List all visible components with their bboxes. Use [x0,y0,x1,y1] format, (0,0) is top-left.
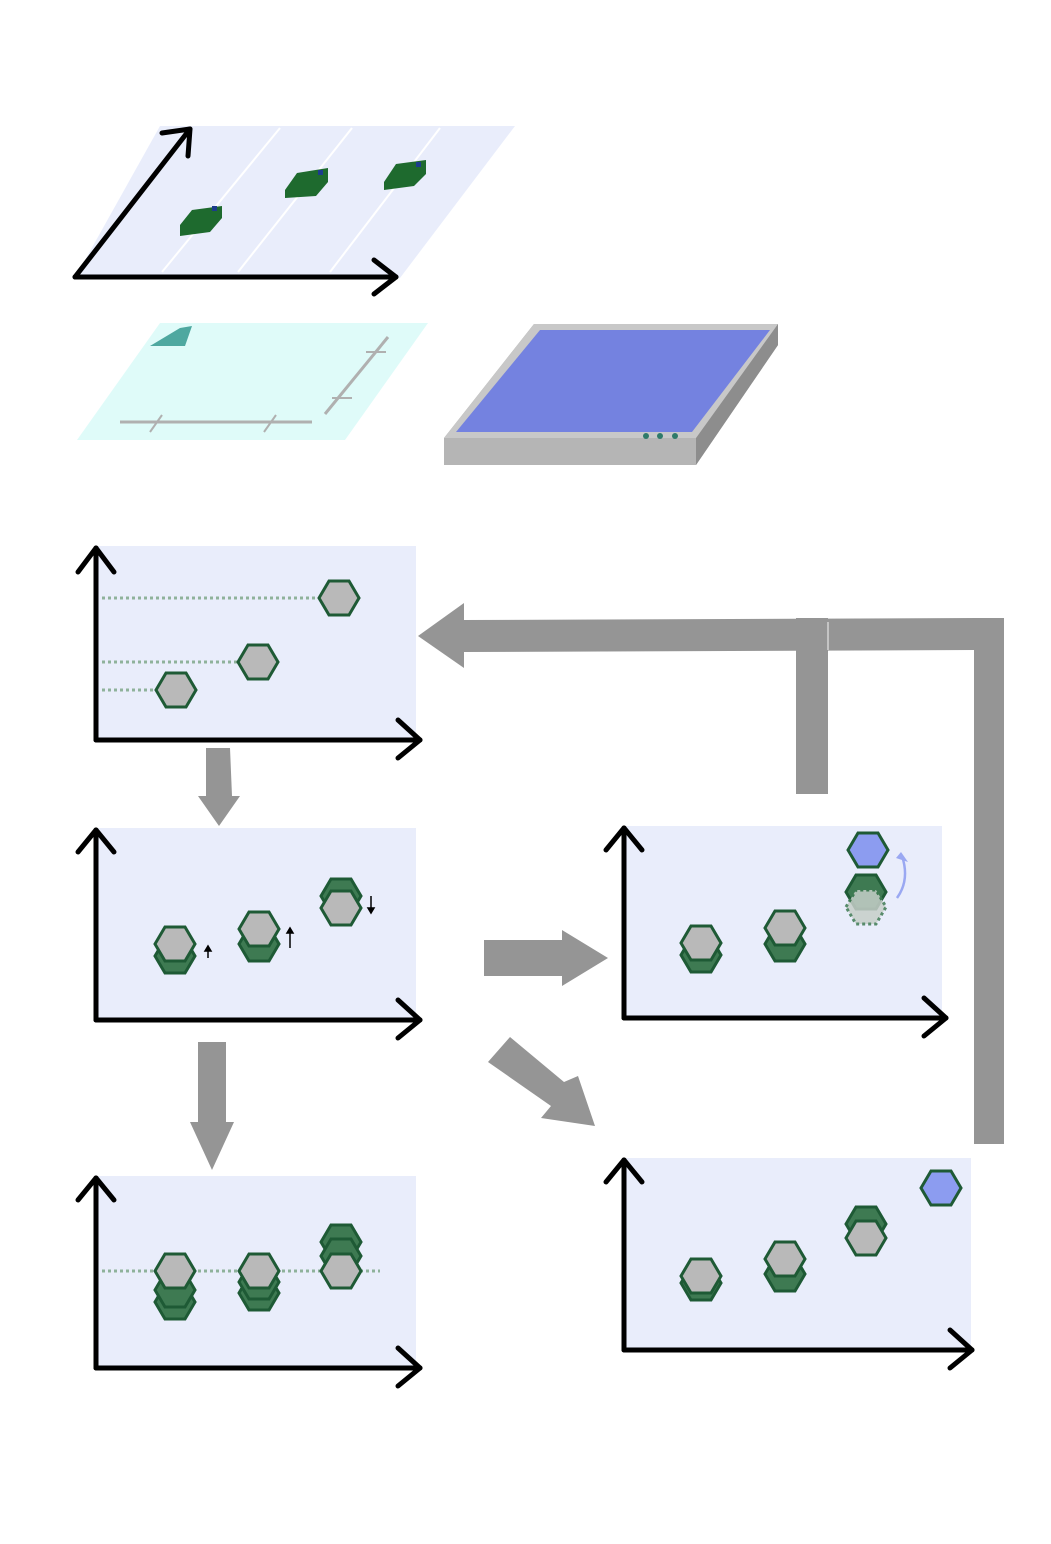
flow-arrow-down-2 [190,1042,234,1170]
flow-arrow-diagonal [488,1037,595,1126]
display-device-icon [444,324,778,465]
panel-result [603,1157,975,1371]
mask-plane [77,323,428,440]
chip-icon [180,160,426,236]
axes-icon [72,126,399,297]
flow-arrow-feedback [418,603,1004,1144]
flow-arrow-down-1 [198,748,240,826]
top-axes-plane [72,126,515,297]
panel-initial [75,545,423,761]
flow-arrow-right [484,930,608,986]
panel-retry [603,825,949,1039]
panel-aligned [75,1175,423,1389]
panel-shifted [75,827,423,1041]
